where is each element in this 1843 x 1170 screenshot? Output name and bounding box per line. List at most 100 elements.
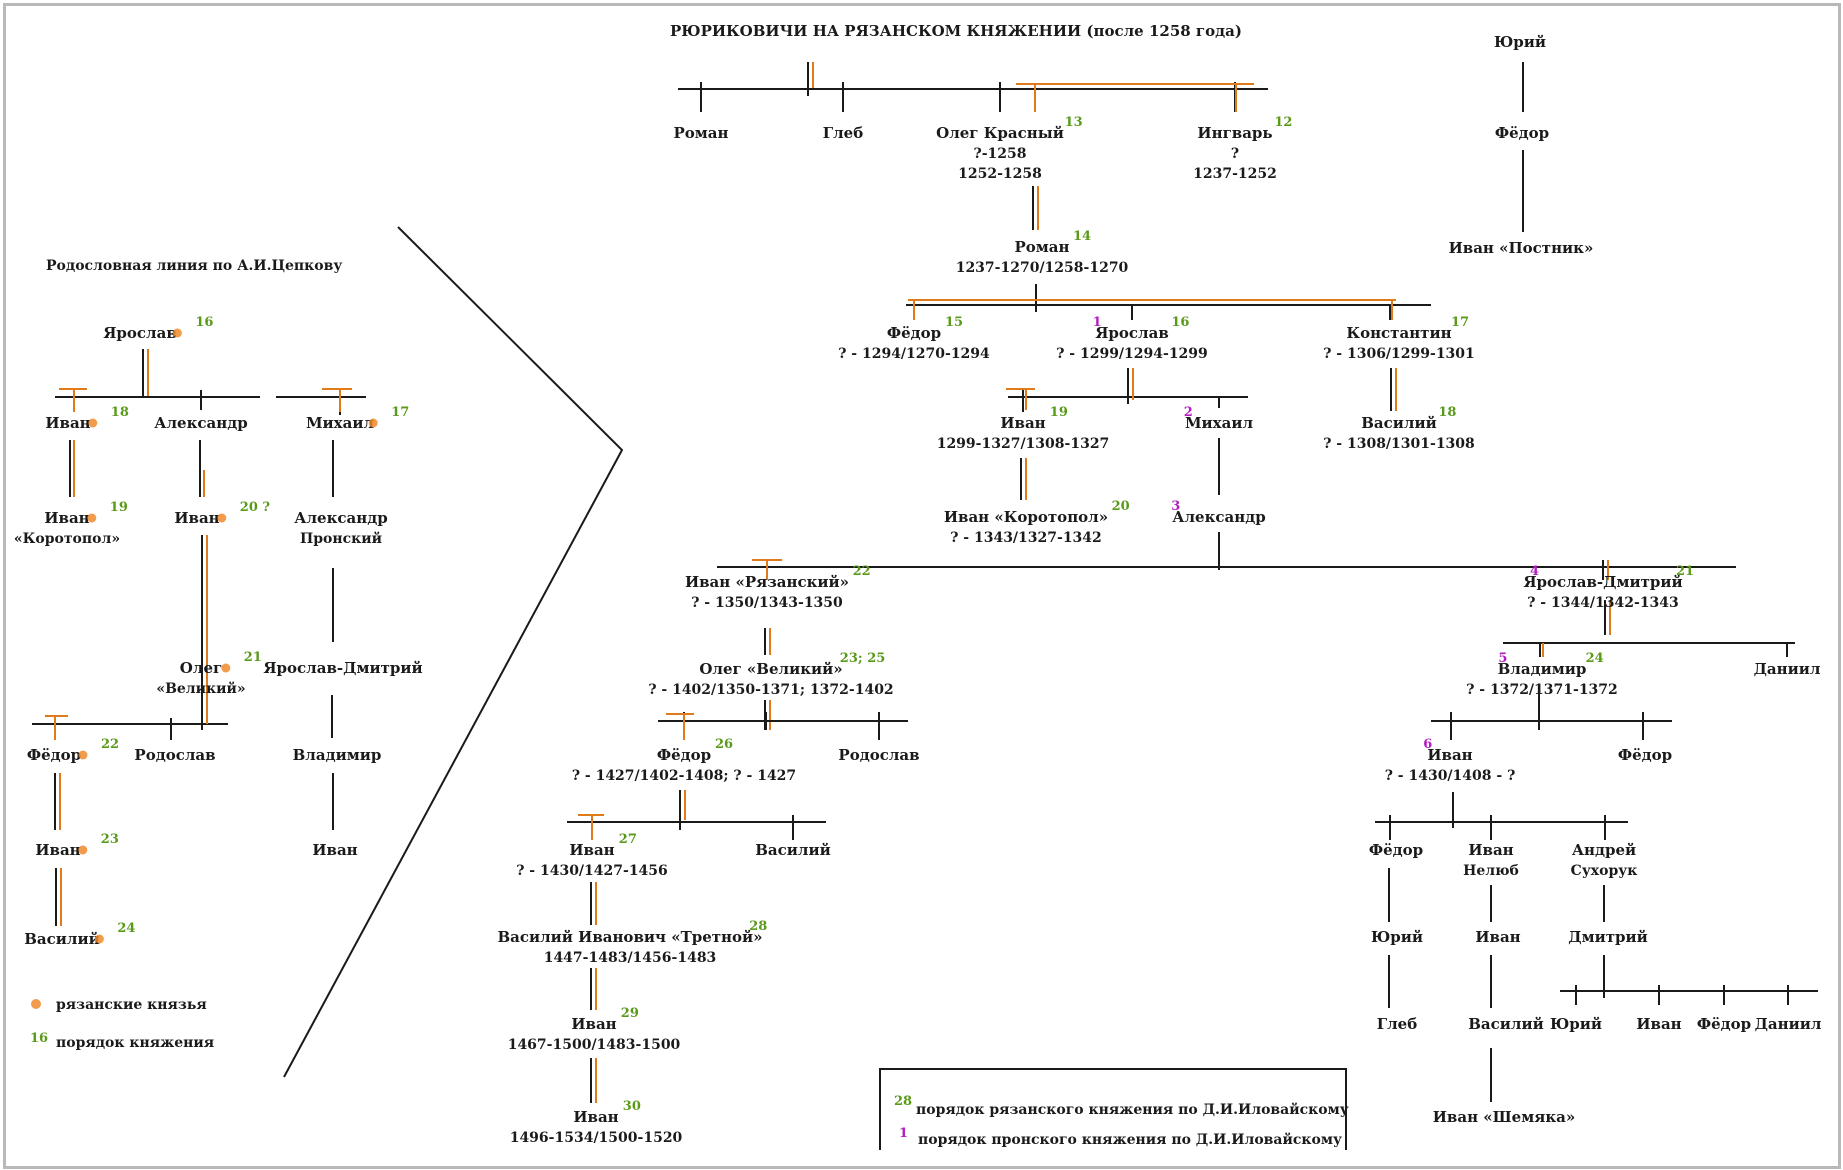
person-node-vasily_r: Василий [755,841,830,859]
person-dates: ?-1258 [974,146,1027,162]
legend-num-sample: 16 [30,1031,48,1046]
person-name: Михаил [306,414,375,432]
reign-order-number: 12 [1274,115,1292,130]
person-dates: ? - 1294/1270-1294 [838,346,990,362]
person-name: Юрий [1550,1015,1602,1033]
person-name: Василий [24,930,99,948]
person-node-ivan6: Иван? - 1430/1408 - ?6 [1385,737,1516,784]
person-dates: 1299-1327/1308-1327 [937,436,1110,452]
person-name: Василий [755,841,830,859]
person-name: Иван [573,1108,618,1126]
ryazan-prince-dot-icon [78,845,88,855]
reign-order-number: 20 [1112,499,1130,514]
reign-order-number: 21 [1676,564,1694,579]
person-name: Олег «Великий» [699,660,842,678]
reign-order-number: 19 [1050,405,1068,420]
legend-purple-label: порядок пронского княжения по Д.И.Иловай… [918,1131,1342,1148]
person-node-daniil_c: Даниил [1755,1015,1822,1033]
person-dates: ? - 1299/1294-1299 [1056,346,1208,362]
reign-order-number: 22 [853,564,871,579]
person-name: Фёдор [1495,124,1549,142]
connector-lines [32,62,1818,1103]
person-name: Глеб [823,124,863,142]
person-name: Фёдор [1369,841,1423,859]
person-node-rodoslav_r: Родослав [838,746,919,764]
person-dates: «Великий» [156,680,245,697]
legend-box: 28 порядок рязанского княжения по Д.И.Ил… [879,1068,1349,1150]
lineage-caption: Родословная линия по А.И.Цепкову [46,258,342,274]
reign-order-number: 28 [749,919,767,934]
person-dates: 1496-1534/1500-1520 [510,1130,683,1146]
person-name: Олег [180,659,222,677]
person-node-l_rodoslav: Родослав [134,746,215,764]
reign-order-number: 16 [1171,315,1189,330]
person-node-oleg23: Олег «Великий»? - 1402/1350-1371; 1372-1… [648,651,893,698]
legend-green-num: 28 [894,1094,912,1109]
person-name: Иван [569,841,614,859]
reign-order-number: 23 [101,832,119,847]
person-name: Александр [294,509,388,527]
person-name: Иван [571,1015,616,1033]
person-node-yuri_c: Юрий [1550,1015,1602,1033]
person-node-vasily28: Василий Иванович «Третной»1447-1483/1456… [497,919,767,966]
person-node-vasily_b: Василий [1468,1015,1543,1033]
person-name: Глеб [1377,1015,1417,1033]
person-dates: ? - 1430/1427-1456 [516,863,668,879]
person-node-l_oleg21: Олег«Великий»21 [156,650,262,697]
person-dates: ? - 1343/1327-1342 [950,530,1102,546]
person-name: Фёдор [1618,746,1672,764]
person-name: Дмитрий [1568,928,1648,946]
person-node-ivan_c: Иван [1636,1015,1681,1033]
person-node-dmitry_b: Дмитрий [1568,928,1648,946]
person-dates: ? - 1306/1299-1301 [1323,346,1475,362]
person-name: Роман [673,124,728,142]
person-dates: 1237-1252 [1193,166,1277,182]
reign-order-number: 20 ? [240,500,271,515]
legend-green-label: порядок рязанского княжения по Д.И.Илова… [916,1101,1349,1118]
person-dates: 1237-1270/1258-1270 [956,260,1129,276]
person-name: Родослав [838,746,919,764]
person-name: Иван [312,841,357,859]
person-node-ivan_shemyaka: Иван «Шемяка» [1433,1108,1576,1126]
person-name: Александр [1172,508,1266,526]
legend-purple-num: 1 [899,1126,908,1141]
reign-order-number: 15 [945,315,963,330]
page-frame [3,3,1841,1169]
legend-dot-icon [31,999,41,1009]
ryazan-prince-dot-icon [78,750,88,760]
pronsk-order-number: 6 [1423,737,1432,752]
person-name: Иван [1468,841,1513,859]
person-node-fedor15: Фёдор ? - 1294/1270-1294 15 [838,315,990,362]
person-node-yuri_b: Юрий [1371,928,1423,946]
person-dates: ? - 1372/1371-1372 [1466,682,1618,698]
person-name: Фёдор [887,324,941,342]
person-node-fedor_c: Фёдор [1697,1015,1751,1033]
person-name: Иван «Рязанский» [685,573,849,591]
person-dates: ? - 1344/1342-1343 [1527,595,1679,611]
person-name: Олег Красный [936,124,1064,142]
person-dates: Нелюб [1463,863,1519,879]
person-name: Даниил [1754,660,1821,678]
person-name: Андрей [1572,841,1636,859]
person-node-l_vladimir: Владимир [293,746,382,764]
person-name: Юрий [1371,928,1423,946]
person-name: Александр [154,414,248,432]
pronsk-order-number: 5 [1498,651,1507,666]
person-node-l_yar_dm: Ярослав-Дмитрий [263,659,422,677]
person-node-fedor_top: Фёдор [1495,124,1549,142]
person-dates: ? - 1427/1402-1408; ? - 1427 [572,768,796,784]
